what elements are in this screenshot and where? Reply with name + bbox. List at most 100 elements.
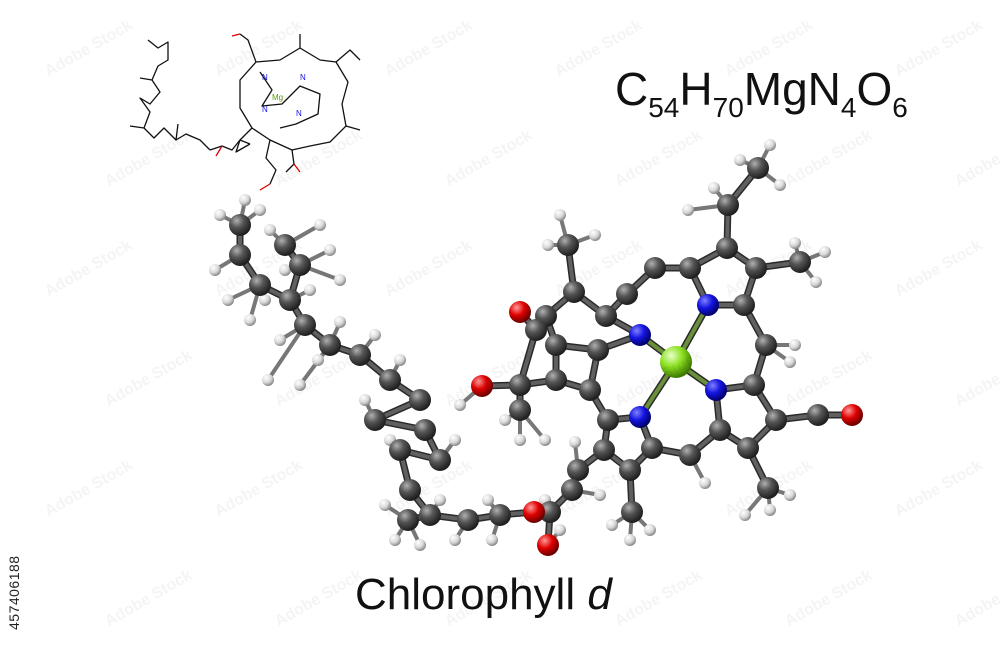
carbon-atom bbox=[641, 437, 663, 459]
hydrogen-atom bbox=[734, 154, 746, 166]
hydrogen-atom bbox=[294, 379, 306, 391]
carbon-atom bbox=[249, 274, 271, 296]
hydrogen-atom bbox=[264, 224, 276, 236]
carbon-atom bbox=[419, 504, 441, 526]
carbon-atom bbox=[229, 244, 251, 266]
hydrogen-atom bbox=[334, 274, 346, 286]
carbon-atom bbox=[389, 439, 411, 461]
hydrogen-atom bbox=[262, 374, 274, 386]
carbon-atom bbox=[525, 319, 547, 341]
formula-element: MgN bbox=[743, 63, 841, 115]
carbon-atom bbox=[709, 419, 731, 441]
hydrogen-atom bbox=[222, 294, 234, 306]
carbon-atom bbox=[587, 339, 609, 361]
carbon-atom bbox=[349, 344, 371, 366]
oxygen-atom bbox=[537, 534, 559, 556]
hydrogen-atom bbox=[569, 436, 581, 448]
carbon-atom bbox=[593, 439, 615, 461]
hydrogen-atom bbox=[259, 294, 271, 306]
carbon-atom bbox=[279, 289, 301, 311]
carbon-atom bbox=[733, 294, 755, 316]
hydrogen-atom bbox=[449, 534, 461, 546]
carbon-atom bbox=[409, 389, 431, 411]
carbon-atom bbox=[457, 509, 479, 531]
compound-name-italic: d bbox=[587, 570, 612, 619]
formula-element: H bbox=[679, 63, 713, 115]
carbon-atom bbox=[616, 283, 638, 305]
compound-name-main: Chlorophyll bbox=[355, 570, 588, 619]
hydrogen-atom bbox=[314, 219, 326, 231]
formula-subscript: 6 bbox=[892, 92, 908, 123]
hydrogen-atom bbox=[739, 509, 751, 521]
stock-image-id: 457406188 bbox=[6, 555, 22, 630]
skeletal-chain bbox=[139, 39, 211, 151]
hydrogen-atom bbox=[449, 434, 461, 446]
magnesium-atom bbox=[660, 346, 692, 378]
carbon-atom bbox=[561, 479, 583, 501]
hydrogen-atom bbox=[394, 354, 406, 366]
nitrogen-atom bbox=[629, 324, 651, 346]
hydrogen-atom bbox=[304, 284, 316, 296]
oxygen-atom bbox=[471, 375, 493, 397]
hydrogen-atom bbox=[644, 524, 656, 536]
carbon-atom bbox=[755, 334, 777, 356]
carbon-atom bbox=[619, 459, 641, 481]
skeletal-n-label: N bbox=[262, 73, 268, 82]
carbon-atom bbox=[229, 214, 251, 236]
carbon-atom bbox=[414, 419, 436, 441]
carbon-atom bbox=[597, 409, 619, 431]
carbon-atom bbox=[274, 234, 296, 256]
atoms-layer bbox=[209, 139, 863, 556]
carbon-atom bbox=[563, 281, 585, 303]
hydrogen-atom bbox=[244, 314, 256, 326]
hydrogen-atom bbox=[774, 179, 786, 191]
skeletal-n-label: N bbox=[262, 105, 268, 114]
hydrogen-atom bbox=[209, 264, 221, 276]
carbon-atom bbox=[539, 501, 561, 523]
hydrogen-atom bbox=[359, 394, 371, 406]
skeletal-methyl bbox=[129, 125, 145, 129]
hydrogen-atom bbox=[764, 504, 776, 516]
skeletal-methyl bbox=[345, 125, 361, 131]
hydrogen-atom bbox=[594, 489, 606, 501]
skeletal-ester-o bbox=[215, 145, 223, 157]
nitrogen-atom bbox=[705, 379, 727, 401]
skeletal-formyl-o bbox=[231, 33, 241, 37]
carbon-atom bbox=[579, 379, 601, 401]
hydrogen-atom bbox=[274, 334, 286, 346]
carbon-atom bbox=[289, 254, 311, 276]
hydrogen-atom bbox=[454, 399, 466, 411]
hydrogen-atom bbox=[784, 489, 796, 501]
hydrogen-atom bbox=[606, 519, 618, 531]
skeletal-ethyl bbox=[335, 49, 361, 63]
formula-element: O bbox=[856, 63, 893, 115]
formula-subscript: 70 bbox=[712, 92, 744, 123]
compound-name: Chlorophyll d bbox=[355, 570, 612, 620]
hydrogen-atom bbox=[789, 237, 801, 249]
carbon-atom bbox=[509, 399, 531, 421]
hydrogen-atom bbox=[482, 494, 494, 506]
hydrogen-atom bbox=[499, 414, 511, 426]
formula-subscript: 4 bbox=[840, 92, 857, 123]
carbon-atom bbox=[294, 314, 316, 336]
hydrogen-atom bbox=[254, 204, 266, 216]
skeletal-macrocycle bbox=[239, 47, 349, 151]
carbon-atom bbox=[765, 409, 787, 431]
oxygen-atom bbox=[509, 301, 531, 323]
hydrogen-atom bbox=[764, 139, 776, 151]
hydrogen-atom bbox=[324, 244, 336, 256]
skeletal-propionate bbox=[235, 127, 253, 153]
carbon-atom bbox=[679, 444, 701, 466]
skeletal-methyl bbox=[139, 77, 153, 81]
hydrogen-atom bbox=[214, 209, 226, 221]
carbon-atom bbox=[679, 257, 701, 279]
hydrogen-atom bbox=[239, 194, 251, 206]
nitrogen-atom bbox=[629, 406, 651, 428]
carbon-atom bbox=[399, 479, 421, 501]
hydrogen-atom bbox=[699, 477, 711, 489]
carbon-atom bbox=[557, 234, 579, 256]
carbon-atom bbox=[545, 334, 567, 356]
carbon-atom bbox=[757, 477, 779, 499]
carbon-atom bbox=[545, 369, 567, 391]
